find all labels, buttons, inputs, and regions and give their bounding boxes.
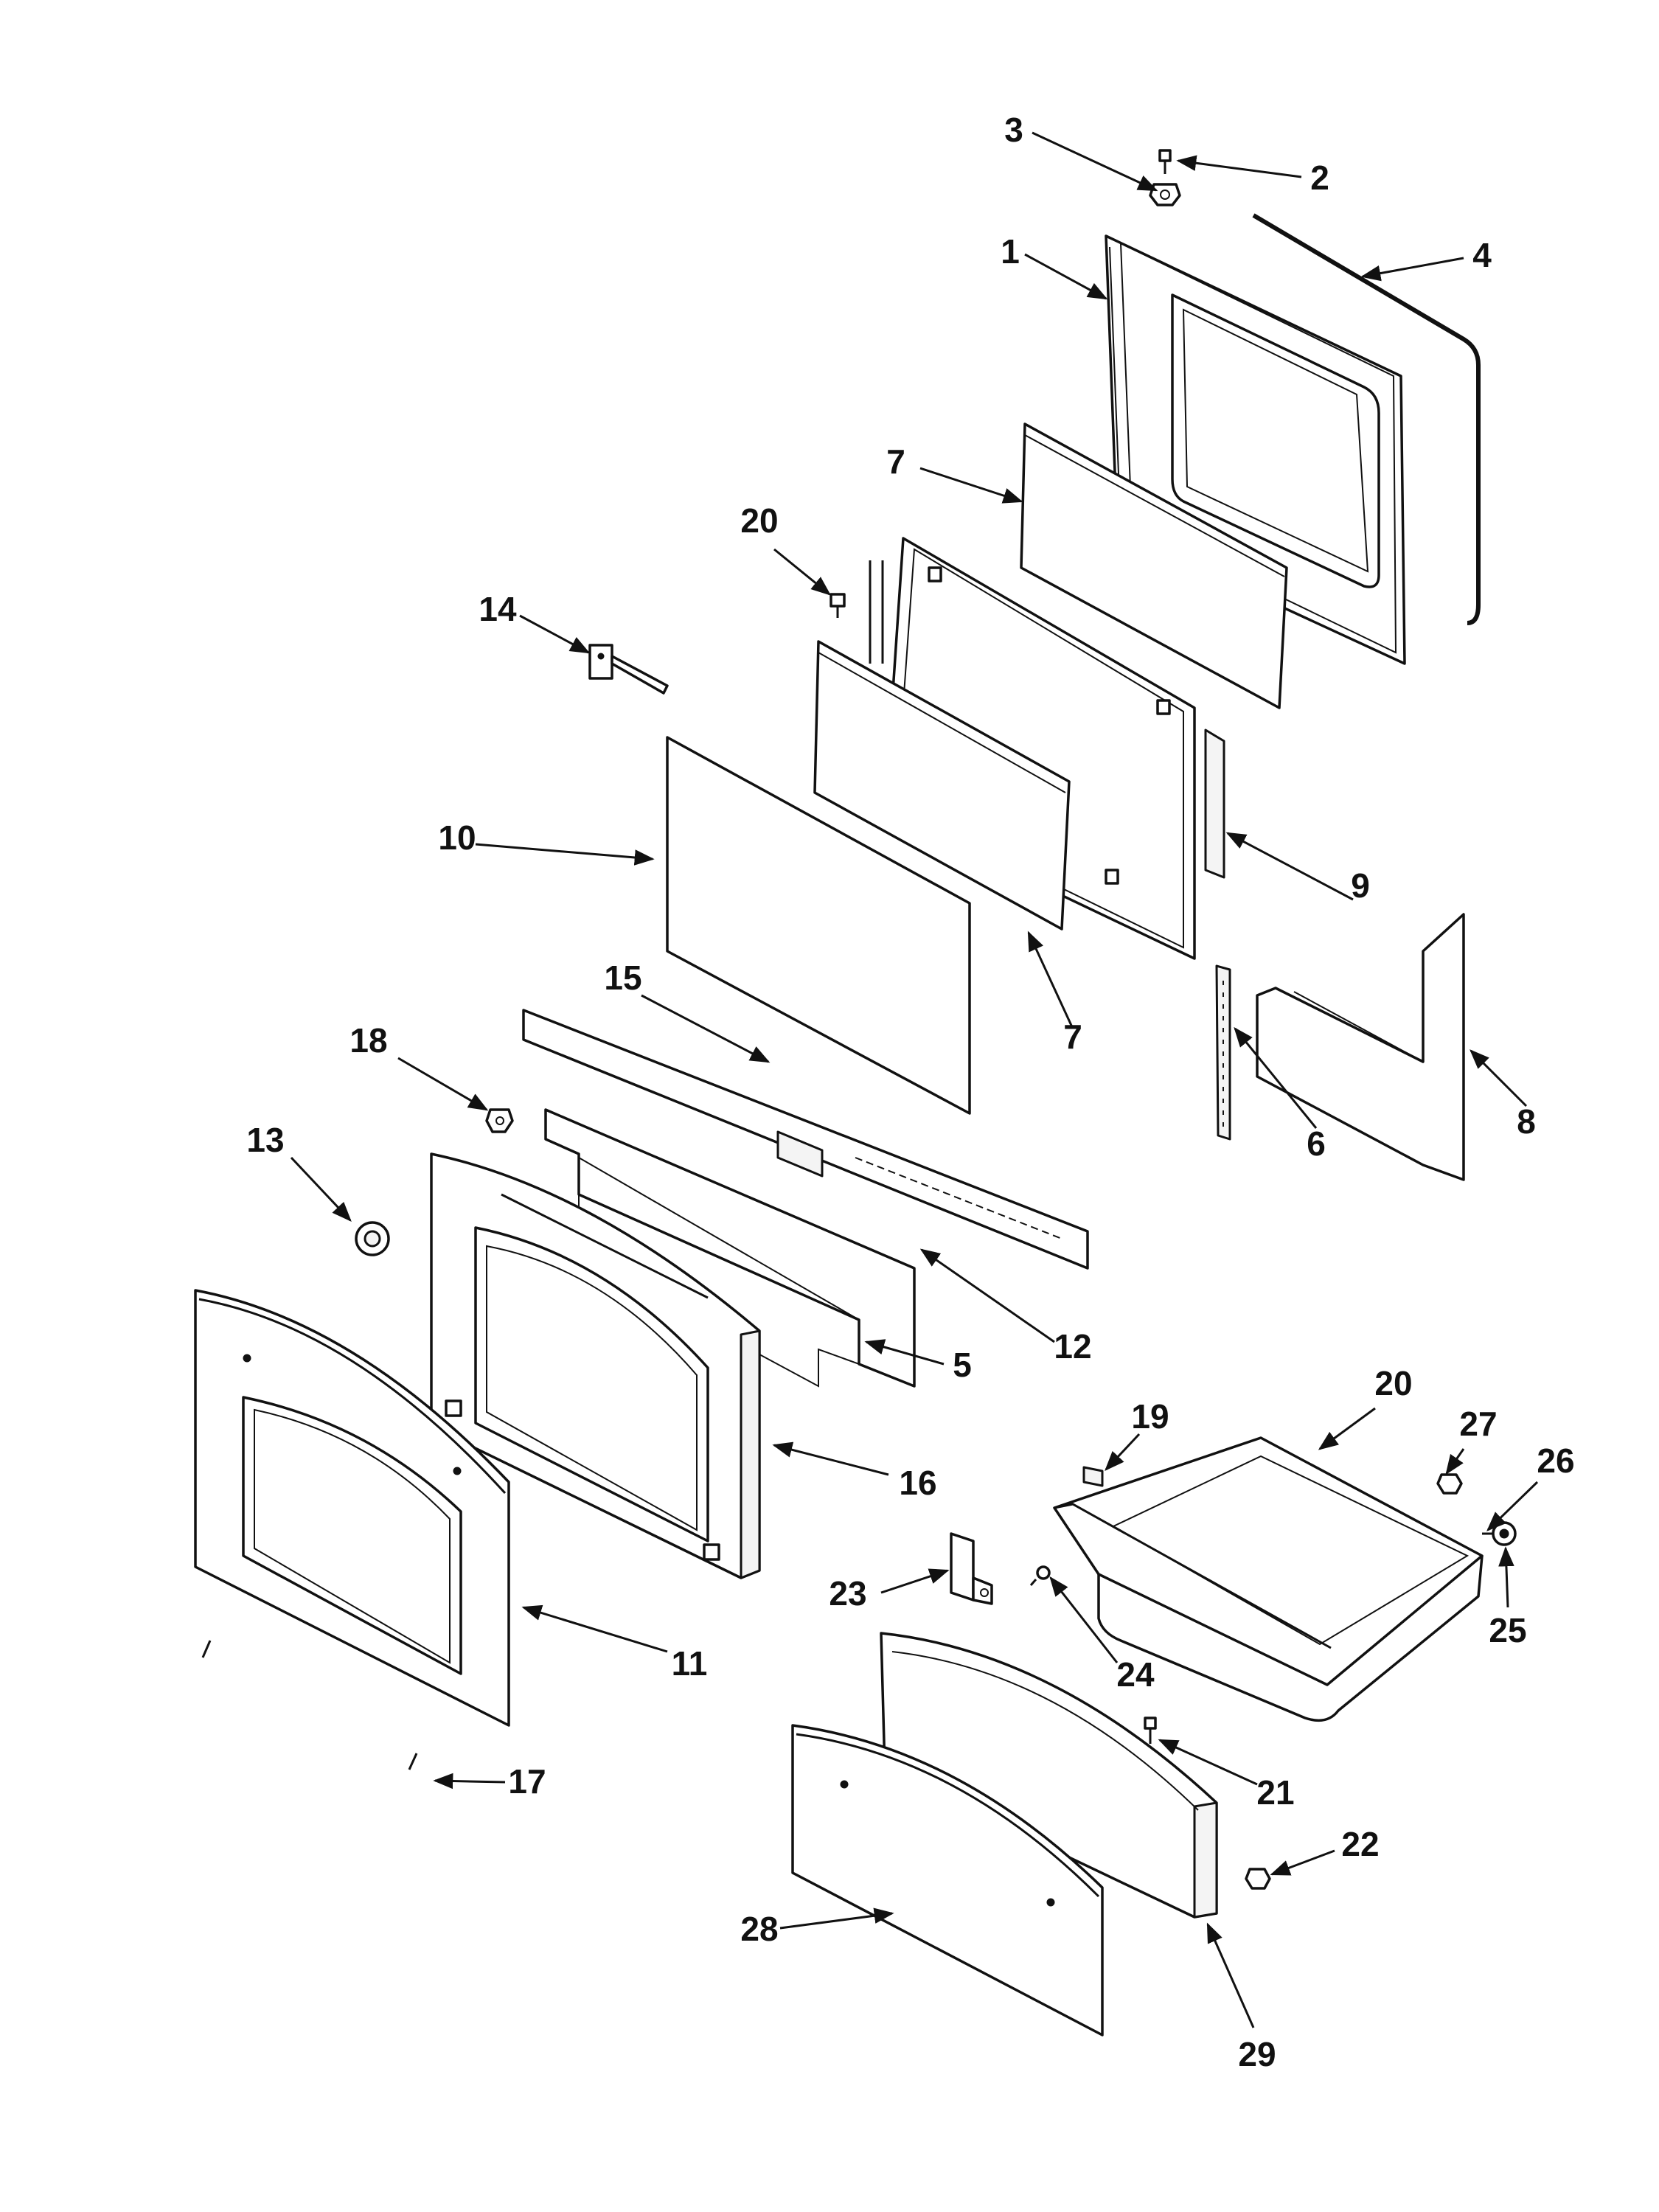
part-20-drawer-body: [1053, 1436, 1484, 1722]
callout-2: 2: [1310, 159, 1329, 197]
callout-7-lower: 7: [1063, 1018, 1082, 1056]
callout-7-upper: 7: [886, 442, 905, 481]
part-19-clip: [1082, 1466, 1104, 1487]
callout-labels: 3 2 1 4 7 20 14 9 10 7 15 18 6 8 13 12 5…: [246, 111, 1574, 2073]
leader-lines: [290, 131, 1539, 2028]
callout-27: 27: [1459, 1405, 1497, 1443]
callout-10: 10: [438, 818, 476, 857]
part-14-hinge-bracket: [588, 644, 669, 695]
callout-28: 28: [740, 1910, 778, 1948]
part-17-handle: [133, 1640, 439, 1795]
callout-26: 26: [1537, 1441, 1574, 1480]
callout-29: 29: [1238, 2035, 1276, 2073]
part-4-door-gasket: [1252, 213, 1481, 625]
part-21-screw: [1144, 1717, 1157, 1744]
callout-1: 1: [1001, 232, 1020, 271]
part-2-screw: [1158, 149, 1172, 174]
part-23-bracket: [950, 1532, 993, 1605]
callout-19: 19: [1131, 1397, 1169, 1436]
callout-20-lower: 20: [1374, 1364, 1412, 1402]
callout-6: 6: [1307, 1124, 1326, 1163]
part-7-glass-lower: [813, 640, 1071, 931]
part-27-nut: [1436, 1473, 1463, 1495]
callout-22: 22: [1341, 1825, 1379, 1863]
callout-25: 25: [1489, 1611, 1526, 1649]
part-25-roller: [1492, 1521, 1517, 1546]
callout-4: 4: [1472, 236, 1492, 274]
callout-13: 13: [246, 1121, 284, 1159]
callout-8: 8: [1517, 1102, 1536, 1141]
part-10-outer-glass: [666, 736, 971, 1115]
callout-17: 17: [508, 1762, 546, 1801]
callout-14: 14: [479, 590, 517, 628]
callout-21: 21: [1256, 1773, 1294, 1812]
callout-24: 24: [1116, 1655, 1155, 1694]
part-3-nut: [1149, 183, 1181, 206]
callout-12: 12: [1054, 1327, 1091, 1366]
callout-16: 16: [899, 1464, 936, 1502]
callout-11: 11: [672, 1644, 708, 1683]
callout-9: 9: [1351, 866, 1370, 905]
callout-20-upper: 20: [740, 501, 778, 540]
part-18-nut: [485, 1108, 514, 1133]
part-28-drawer-front-panel: [791, 1724, 1104, 2037]
callout-23: 23: [829, 1574, 866, 1613]
part-24-screw: [1029, 1565, 1051, 1586]
callout-5: 5: [953, 1346, 972, 1384]
callout-18: 18: [349, 1021, 387, 1060]
part-6-vertical-strip: [1215, 964, 1231, 1141]
part-22-nut: [1245, 1868, 1271, 1890]
part-8-corner-trim: [1256, 913, 1465, 1181]
part-7-glass-upper: [1020, 422, 1288, 709]
part-11-outer-door-panel: [194, 1289, 510, 1727]
part-13-knob: [355, 1221, 390, 1256]
part-29-drawer-front-inner: [880, 1632, 1218, 1919]
part-20-screw-upper: [830, 593, 846, 618]
part-16-door-liner: [430, 1152, 761, 1579]
callout-3: 3: [1004, 111, 1023, 149]
part-15-long-channel: [522, 1009, 1089, 1270]
callout-15: 15: [604, 959, 641, 997]
